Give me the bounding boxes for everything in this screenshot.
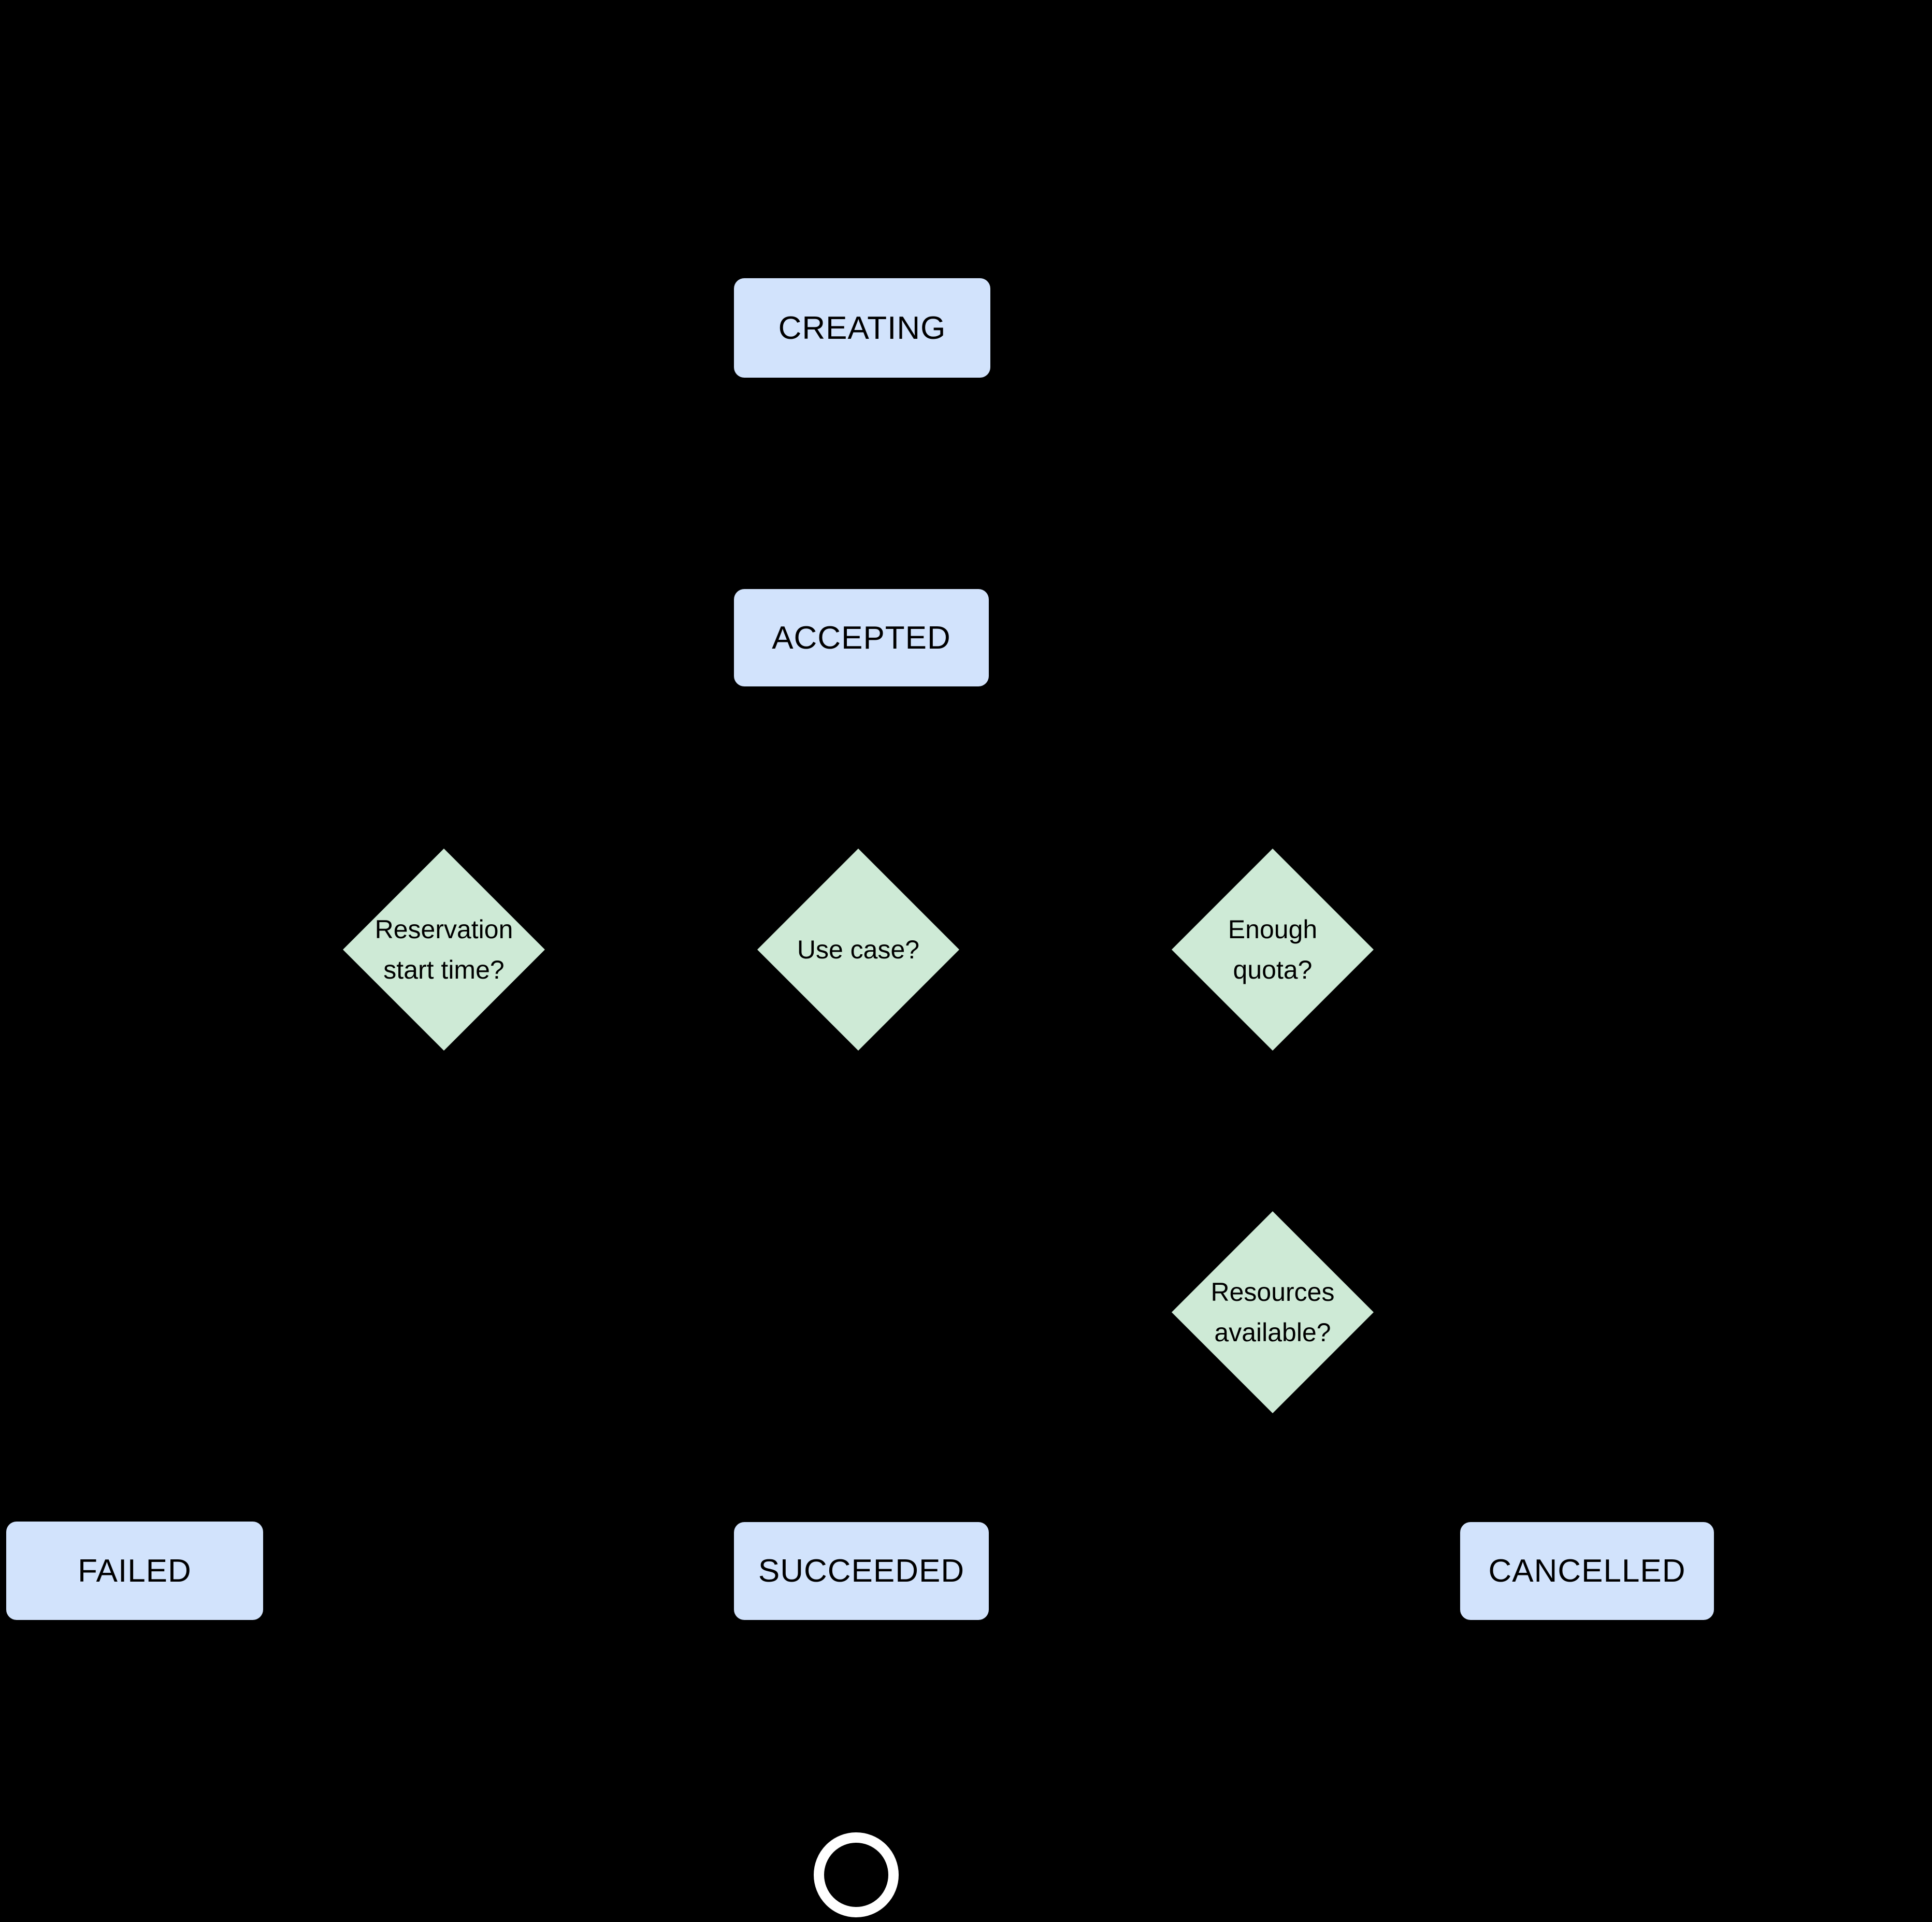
decision-label-line: available?	[1214, 1318, 1331, 1347]
decision-label-line: Resources	[1210, 1278, 1335, 1307]
decision-label-line: Reservation	[374, 915, 513, 944]
state-node-cancelled: CANCELLED	[1460, 1522, 1714, 1620]
state-label-accepted: ACCEPTED	[772, 620, 951, 656]
state-label-creating: CREATING	[778, 310, 946, 346]
state-node-failed: FAILED	[6, 1522, 263, 1620]
state-label-cancelled: CANCELLED	[1488, 1553, 1686, 1589]
state-node-succeeded: SUCCEEDED	[734, 1522, 989, 1620]
decision-node-reservation-start-time: Reservation start time?	[343, 849, 545, 1051]
end-state-circle-icon	[814, 1832, 899, 1917]
state-label-succeeded: SUCCEEDED	[758, 1553, 965, 1589]
decision-node-enough-quota: Enough quota?	[1172, 849, 1374, 1051]
decision-label-line: quota?	[1233, 955, 1313, 984]
decision-label-line: Use case?	[797, 935, 920, 964]
state-label-failed: FAILED	[78, 1553, 192, 1589]
state-node-accepted: ACCEPTED	[734, 589, 989, 686]
decision-node-use-case: Use case?	[757, 849, 959, 1051]
state-node-creating: CREATING	[734, 278, 990, 378]
decision-label-line: Enough	[1228, 915, 1318, 944]
decision-label-line: start time?	[383, 955, 504, 984]
decision-node-resources-available: Resources available?	[1172, 1211, 1374, 1413]
